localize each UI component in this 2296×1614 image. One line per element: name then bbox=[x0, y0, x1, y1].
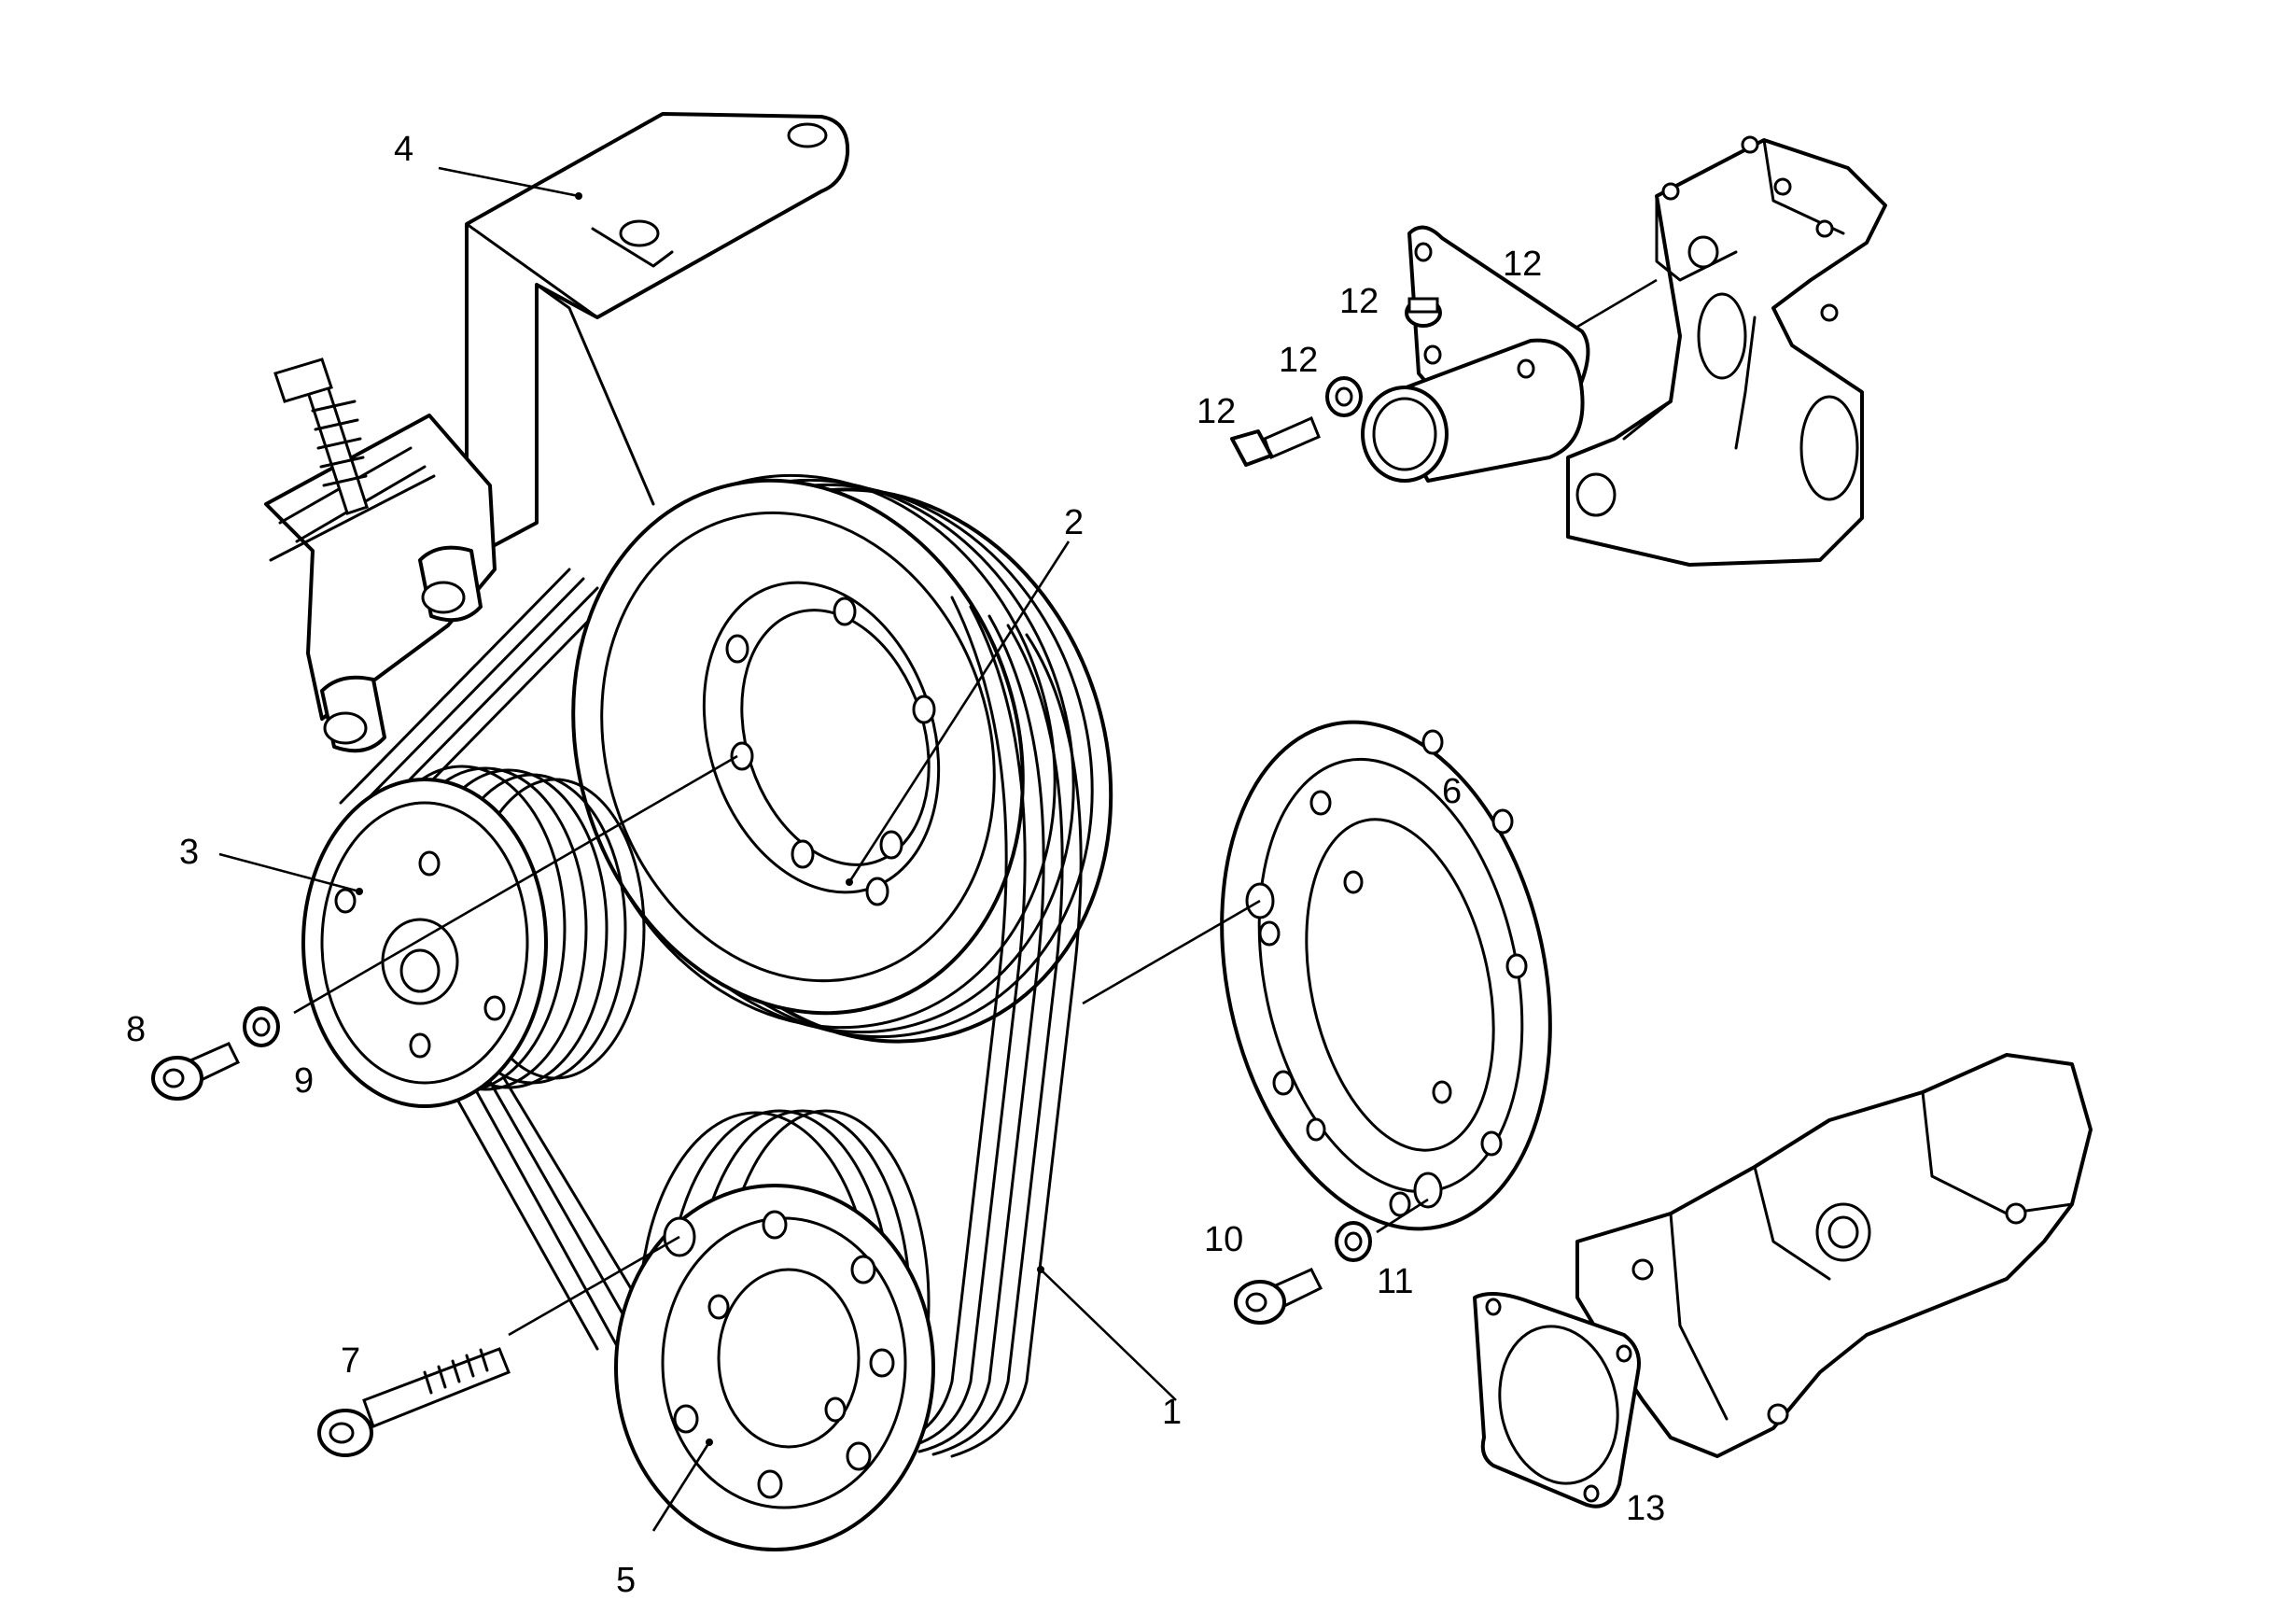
callout-3: 3 bbox=[179, 833, 199, 872]
small-washer bbox=[1325, 376, 1363, 417]
callout-12-bolt: 12 bbox=[1197, 392, 1236, 431]
belt-run-left bbox=[339, 568, 655, 1351]
tensioner-plate bbox=[264, 358, 497, 721]
callout-11: 11 bbox=[1377, 1262, 1413, 1301]
callout-9: 9 bbox=[294, 1061, 314, 1101]
plug-fitting bbox=[1405, 297, 1442, 328]
lower-pulley bbox=[614, 1109, 935, 1551]
callout-labels: 1 2 3 4 5 6 7 8 9 10 11 12 12 12 12 13 bbox=[126, 130, 1665, 1600]
callout-13: 13 bbox=[1626, 1489, 1665, 1528]
washer-11 bbox=[1335, 1221, 1372, 1262]
callout-12-plug: 12 bbox=[1339, 282, 1379, 321]
crank-pulley bbox=[571, 473, 1113, 1044]
water-pump-housing bbox=[1575, 1053, 2093, 1458]
callout-4: 4 bbox=[394, 130, 413, 169]
leader-lines bbox=[218, 166, 1658, 1532]
tube-adapter bbox=[1361, 225, 1590, 483]
long-bolt bbox=[317, 1347, 511, 1457]
callout-8: 8 bbox=[126, 1010, 146, 1049]
tensioner-bolt-lower bbox=[320, 675, 386, 753]
washer-9 bbox=[243, 1006, 280, 1047]
callout-7: 7 bbox=[341, 1341, 360, 1381]
small-bolt bbox=[1230, 416, 1321, 467]
callout-6: 6 bbox=[1442, 772, 1462, 811]
v-belt-set bbox=[880, 596, 1083, 1458]
alternator-pulley bbox=[301, 765, 646, 1108]
callout-12-washer: 12 bbox=[1279, 341, 1318, 380]
callout-2: 2 bbox=[1064, 503, 1084, 542]
tensioner-bolt-upper bbox=[418, 545, 483, 623]
callout-10: 10 bbox=[1204, 1220, 1243, 1259]
callout-12-tube: 12 bbox=[1503, 245, 1542, 284]
bolt-8 bbox=[151, 1042, 241, 1101]
callout-1: 1 bbox=[1162, 1393, 1182, 1432]
gasket bbox=[1473, 1292, 1641, 1509]
callout-5: 5 bbox=[616, 1561, 636, 1600]
bolt-10 bbox=[1234, 1268, 1323, 1325]
flange-plate bbox=[1220, 720, 1552, 1231]
mounting-bracket bbox=[465, 112, 850, 562]
engine-housing bbox=[1566, 135, 1887, 567]
